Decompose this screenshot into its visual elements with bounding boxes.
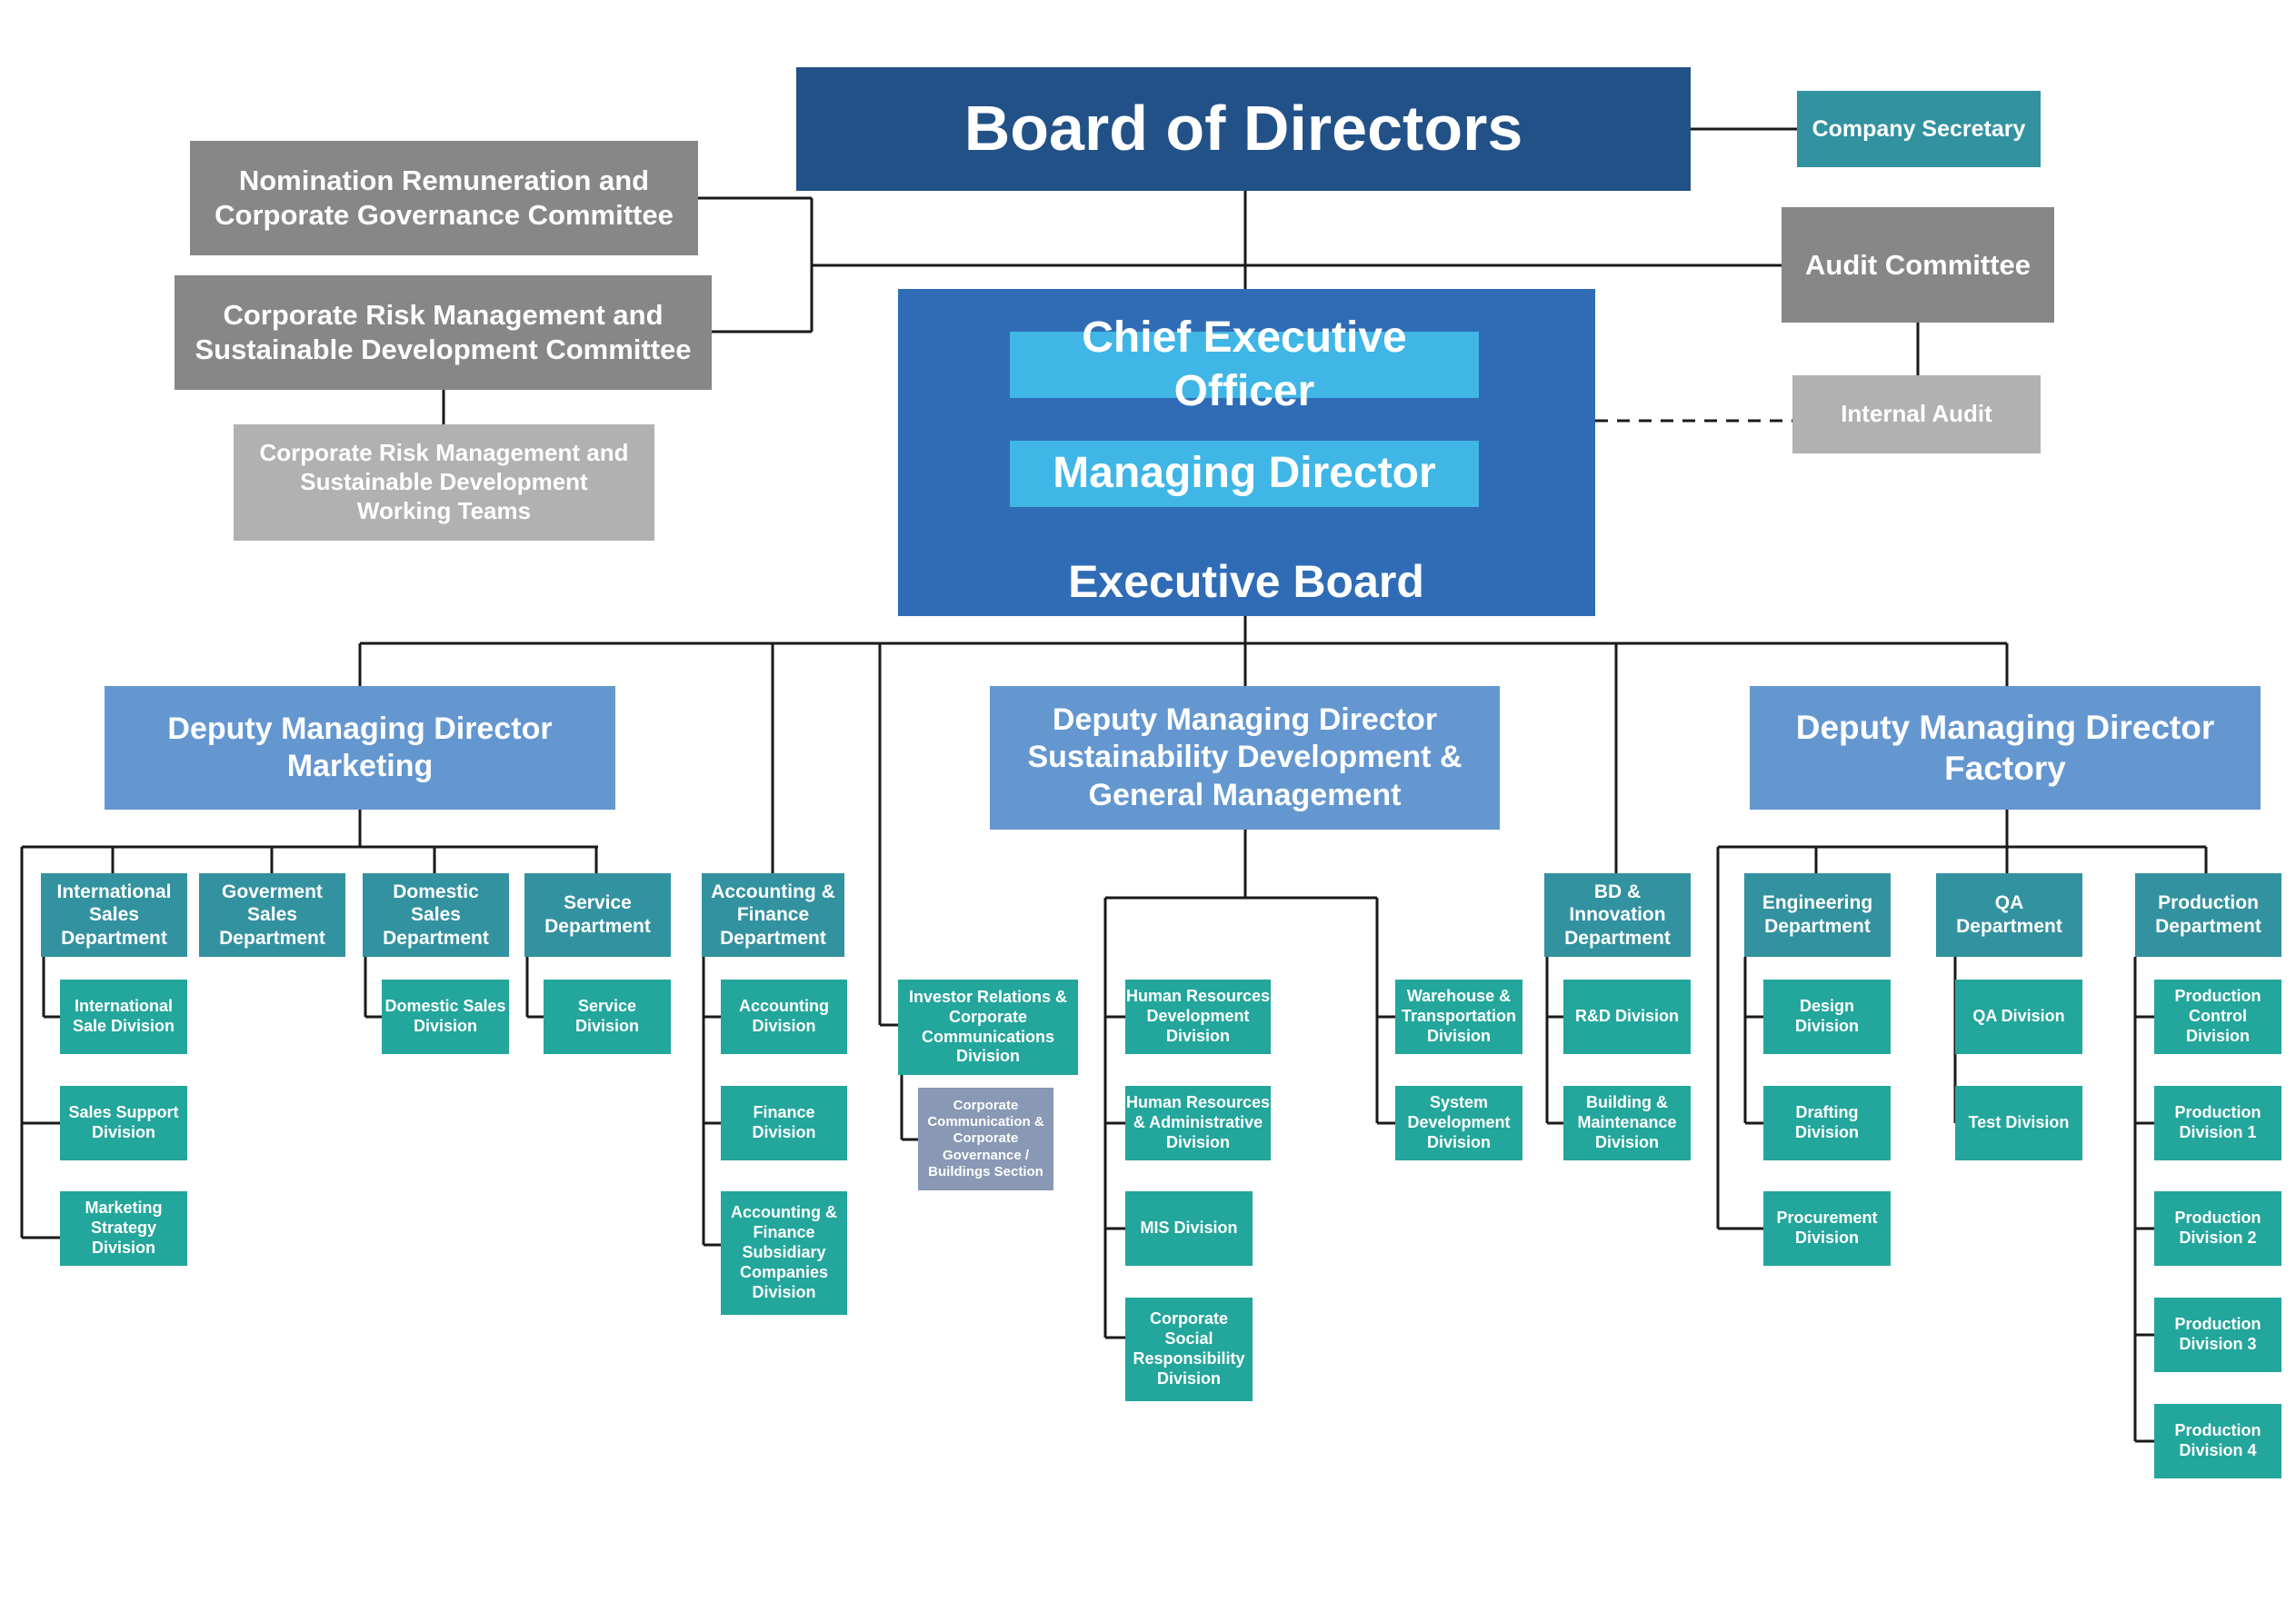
qa-division: QA Division <box>1955 980 2082 1054</box>
international-sales-department: International Sales Department <box>41 873 187 957</box>
accounting-finance-department: Accounting & Finance Department <box>702 873 844 957</box>
production-division-3: Production Division 3 <box>2154 1298 2281 1372</box>
building-maintenance-division: Building & Maintenance Division <box>1563 1086 1691 1160</box>
dmd-sustainability: Deputy Managing Director Sustainability … <box>990 686 1500 830</box>
production-control-division: Production Control Division <box>2154 980 2281 1054</box>
executive-board-label: Executive Board <box>1068 556 1424 607</box>
system-development-division: System Development Division <box>1395 1086 1522 1160</box>
production-division-4: Production Division 4 <box>2154 1404 2281 1478</box>
audit-committee: Audit Committee <box>1782 207 2054 323</box>
risk-working-teams: Corporate Risk Management and Sustainabl… <box>234 424 654 541</box>
domestic-sales-department: Domestic Sales Department <box>363 873 509 957</box>
production-division-2: Production Division 2 <box>2154 1191 2281 1266</box>
international-sale-division: International Sale Division <box>60 980 187 1054</box>
procurement-division: Procurement Division <box>1763 1191 1891 1266</box>
company-secretary: Company Secretary <box>1797 91 2041 167</box>
bd-innovation-department: BD & Innovation Department <box>1544 873 1691 957</box>
board-of-directors: Board of Directors <box>796 67 1691 191</box>
corporate-communication-section: Corporate Communication & Corporate Gove… <box>918 1088 1053 1190</box>
qa-department: QA Department <box>1936 873 2082 957</box>
rd-division: R&D Division <box>1563 980 1691 1054</box>
service-division: Service Division <box>544 980 671 1054</box>
accounting-division: Accounting Division <box>721 980 847 1054</box>
production-department: Production Department <box>2135 873 2281 957</box>
hr-development-division: Human Resources Development Division <box>1125 980 1271 1054</box>
mis-division: MIS Division <box>1125 1191 1253 1266</box>
investor-relations-division: Investor Relations & Corporate Communica… <box>898 980 1078 1075</box>
test-division: Test Division <box>1955 1086 2082 1160</box>
design-division: Design Division <box>1763 980 1891 1054</box>
hr-administrative-division: Human Resources & Administrative Divisio… <box>1125 1086 1271 1160</box>
engineering-department: Engineering Department <box>1744 873 1891 957</box>
md-box: Managing Director <box>1010 441 1479 507</box>
nomination-committee: Nomination Remuneration and Corporate Go… <box>190 141 698 255</box>
service-department: Service Department <box>524 873 671 957</box>
ceo-box: Chief Executive Officer <box>1010 313 1479 415</box>
marketing-strategy-division: Marketing Strategy Division <box>60 1191 187 1266</box>
drafting-division: Drafting Division <box>1763 1086 1891 1160</box>
domestic-sales-division: Domestic Sales Division <box>382 980 509 1054</box>
warehouse-transportation-division: Warehouse & Transportation Division <box>1395 980 1522 1054</box>
dmd-factory: Deputy Managing Director Factory <box>1750 686 2261 810</box>
af-subsidiary-division: Accounting & Finance Subsidiary Companie… <box>721 1191 847 1315</box>
finance-division: Finance Division <box>721 1086 847 1160</box>
risk-committee: Corporate Risk Management and Sustainabl… <box>175 275 712 390</box>
production-division-1: Production Division 1 <box>2154 1086 2281 1160</box>
sales-support-division: Sales Support Division <box>60 1086 187 1160</box>
goverment-sales-department: Goverment Sales Department <box>199 873 345 957</box>
dmd-marketing: Deputy Managing Director Marketing <box>105 686 615 810</box>
internal-audit: Internal Audit <box>1792 375 2041 453</box>
csr-division: Corporate Social Responsibility Division <box>1125 1298 1253 1401</box>
